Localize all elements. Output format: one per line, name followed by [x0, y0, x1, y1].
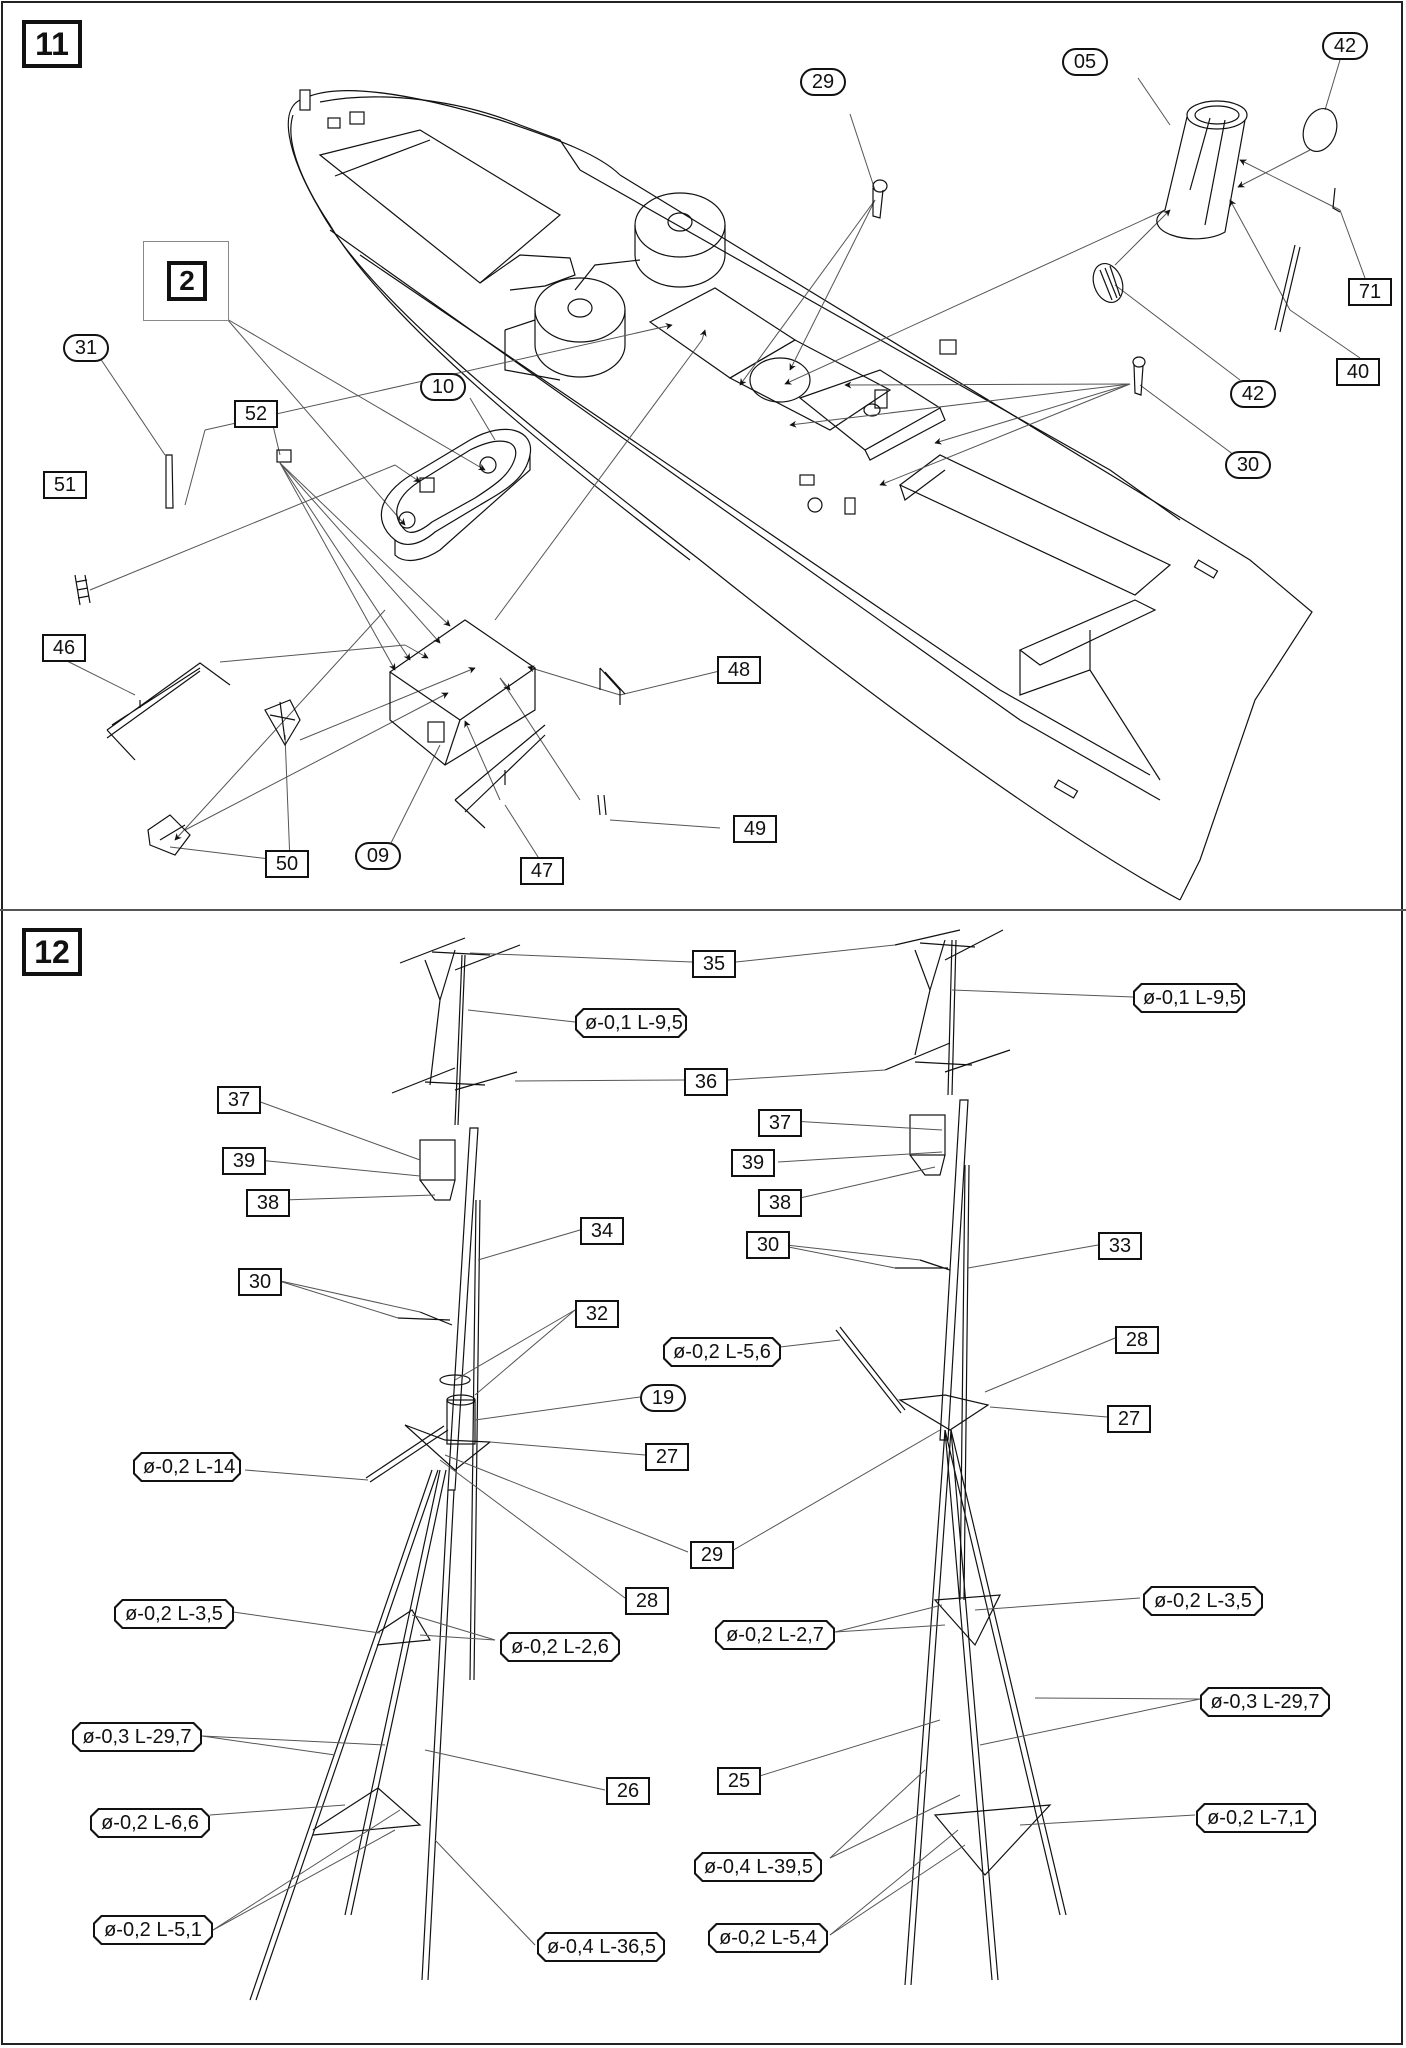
left-part-34: 34 [580, 1217, 624, 1245]
part-48: 48 [717, 656, 761, 684]
wire-left-0-2-14: ø-0,2 L-14 [133, 1452, 241, 1482]
part-09: 09 [355, 842, 401, 870]
step-number-11: 11 [22, 20, 82, 68]
wire-left-0-2-5-1: ø-0,2 L-5,1 [93, 1915, 213, 1945]
left-part-38: 38 [246, 1189, 290, 1217]
left-part-37: 37 [217, 1086, 261, 1114]
right-part-27: 27 [1107, 1405, 1151, 1433]
part-52: 52 [234, 400, 278, 428]
right-part-28: 28 [1115, 1326, 1159, 1354]
right-part-25: 25 [717, 1767, 761, 1795]
part-36: 36 [684, 1068, 728, 1096]
part-35: 35 [692, 950, 736, 978]
step11-parts [74, 100, 1341, 856]
wire-left-0-3-29-7: ø-0,3 L-29,7 [72, 1722, 202, 1752]
left-part-27: 27 [645, 1443, 689, 1471]
right-part-38: 38 [758, 1189, 802, 1217]
hull-drawing [287, 89, 1313, 901]
step-number-12: 12 [22, 928, 82, 976]
left-part-32: 32 [575, 1300, 619, 1328]
wire-left-0-2-2-6: ø-0,2 L-2,6 [500, 1632, 620, 1662]
right-part-30: 30 [746, 1231, 790, 1259]
right-mast-drawing [835, 929, 1067, 1986]
step11-leaders [64, 59, 1366, 863]
wire-left-0-2-6-6: ø-0,2 L-6,6 [90, 1808, 210, 1838]
step12-leaders [201, 944, 1201, 1946]
part-10: 10 [420, 373, 466, 401]
wire-left-0-1-9-5: ø-0,1 L-9,5 [575, 1008, 687, 1038]
wire-left-0-2-3-5: ø-0,2 L-3,5 [114, 1599, 234, 1629]
wire-right-0-2-5-4: ø-0,2 L-5,4 [708, 1923, 828, 1953]
part-05: 05 [1062, 48, 1108, 76]
panel-divider [0, 909, 1406, 911]
wire-right-0-2-5-6: ø-0,2 L-5,6 [663, 1337, 781, 1367]
part-46: 46 [42, 634, 86, 662]
wire-right-0-2-2-7: ø-0,2 L-2,7 [715, 1620, 835, 1650]
right-part-39: 39 [731, 1149, 775, 1177]
wire-right-0-2-3-5: ø-0,2 L-3,5 [1143, 1586, 1263, 1616]
sub-step-reference-2: 2 [167, 261, 207, 301]
part-42-top: 42 [1322, 32, 1368, 60]
wire-right-0-1-9-5: ø-0,1 L-9,5 [1133, 983, 1245, 1013]
wire-right-0-4-39-5: ø-0,4 L-39,5 [694, 1852, 822, 1882]
left-part-28: 28 [625, 1587, 669, 1615]
part-50: 50 [265, 850, 309, 878]
part-47: 47 [520, 857, 564, 885]
left-part-19: 19 [640, 1384, 686, 1412]
left-mast-drawing [249, 937, 521, 2001]
wire-right-0-3-29-7: ø-0,3 L-29,7 [1200, 1687, 1330, 1717]
part-40: 40 [1336, 358, 1380, 386]
wire-right-0-2-7-1: ø-0,2 L-7,1 [1196, 1803, 1316, 1833]
left-part-30: 30 [238, 1268, 282, 1296]
part-51: 51 [43, 471, 87, 499]
right-part-33: 33 [1098, 1232, 1142, 1260]
part-71: 71 [1348, 278, 1392, 306]
part-29: 29 [800, 68, 846, 96]
part-49: 49 [733, 815, 777, 843]
left-part-26: 26 [606, 1777, 650, 1805]
left-part-39: 39 [222, 1147, 266, 1175]
part-42-lower: 42 [1230, 380, 1276, 408]
part-31: 31 [63, 334, 109, 362]
right-part-37: 37 [758, 1109, 802, 1137]
part-30: 30 [1225, 451, 1271, 479]
part-29-shared: 29 [690, 1541, 734, 1569]
wire-left-0-4-36-5: ø-0,4 L-36,5 [537, 1932, 665, 1962]
